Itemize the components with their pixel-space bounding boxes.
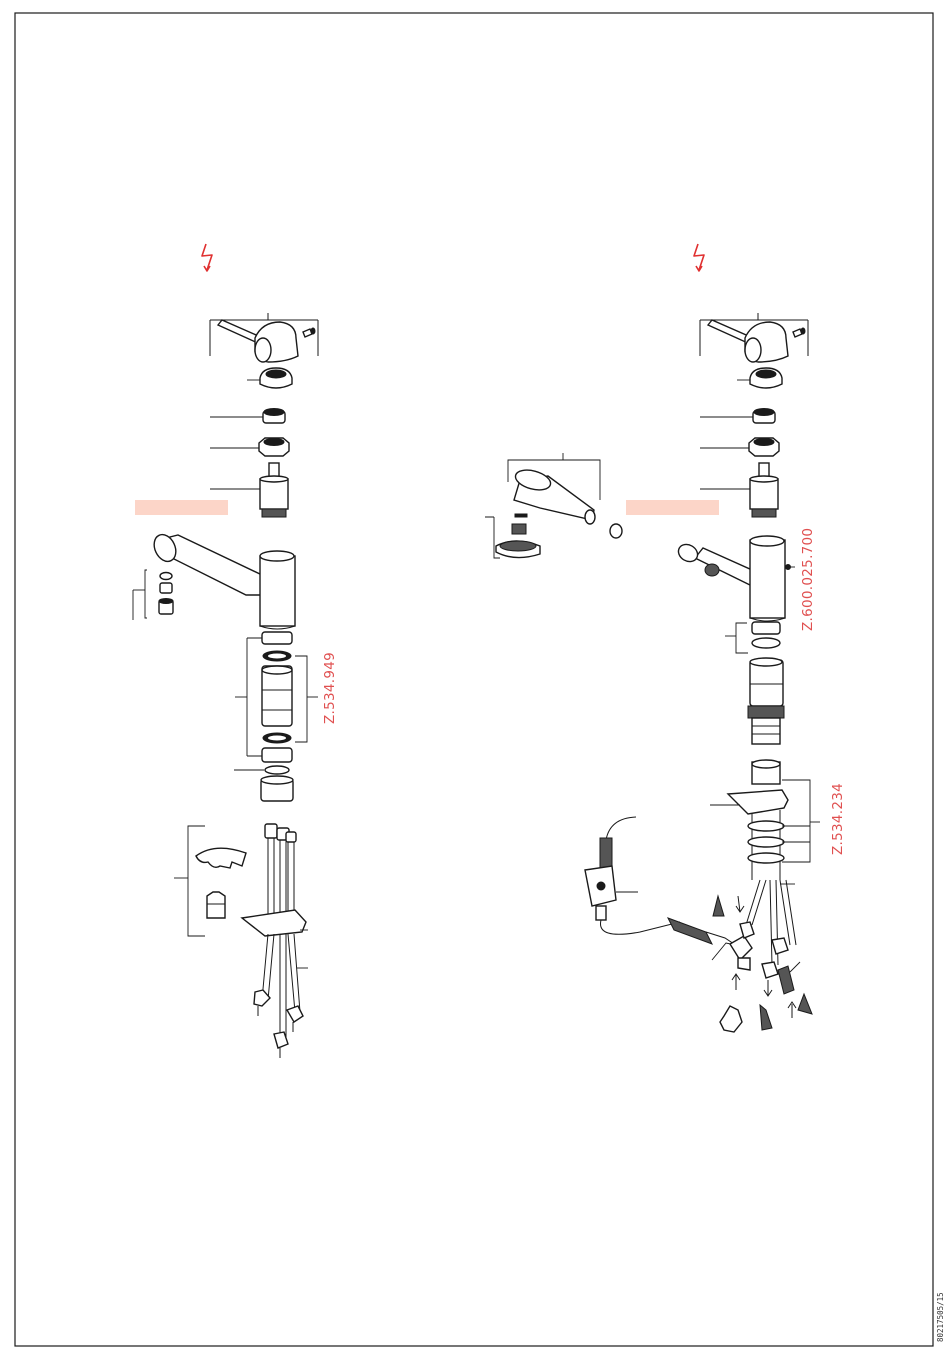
left-cartridge-stack	[234, 632, 318, 801]
control-box-cable	[585, 817, 680, 934]
drawing-frame	[15, 13, 933, 1346]
right-shank-assembly	[710, 760, 820, 884]
spray-head-group	[485, 453, 622, 558]
right-handle-cartridge-group	[700, 313, 808, 517]
right-cartridge-housing	[725, 622, 784, 744]
left-mounting-kit	[174, 826, 246, 936]
part-code-hose-set: Z.534.234	[830, 783, 846, 855]
part-code-cartridge-set: Z.534.949	[322, 652, 338, 724]
lightning-warning-icon	[202, 244, 212, 271]
lightning-warning-icon	[694, 244, 704, 271]
left-supply-hoses	[242, 824, 308, 1058]
right-assembly: Z.600.025.700	[485, 244, 846, 1032]
left-aerator-group	[133, 570, 173, 620]
highlight-band	[135, 500, 228, 515]
left-handle-cartridge-group	[210, 313, 318, 517]
part-code-spout-set: Z.600.025.700	[800, 528, 816, 631]
highlight-band	[626, 500, 719, 515]
right-spout-body	[675, 536, 795, 621]
doc-number: 80217505/15	[936, 1292, 945, 1342]
right-outlet-fittings	[668, 880, 812, 1032]
left-assembly: Z.534.949	[133, 244, 338, 1058]
